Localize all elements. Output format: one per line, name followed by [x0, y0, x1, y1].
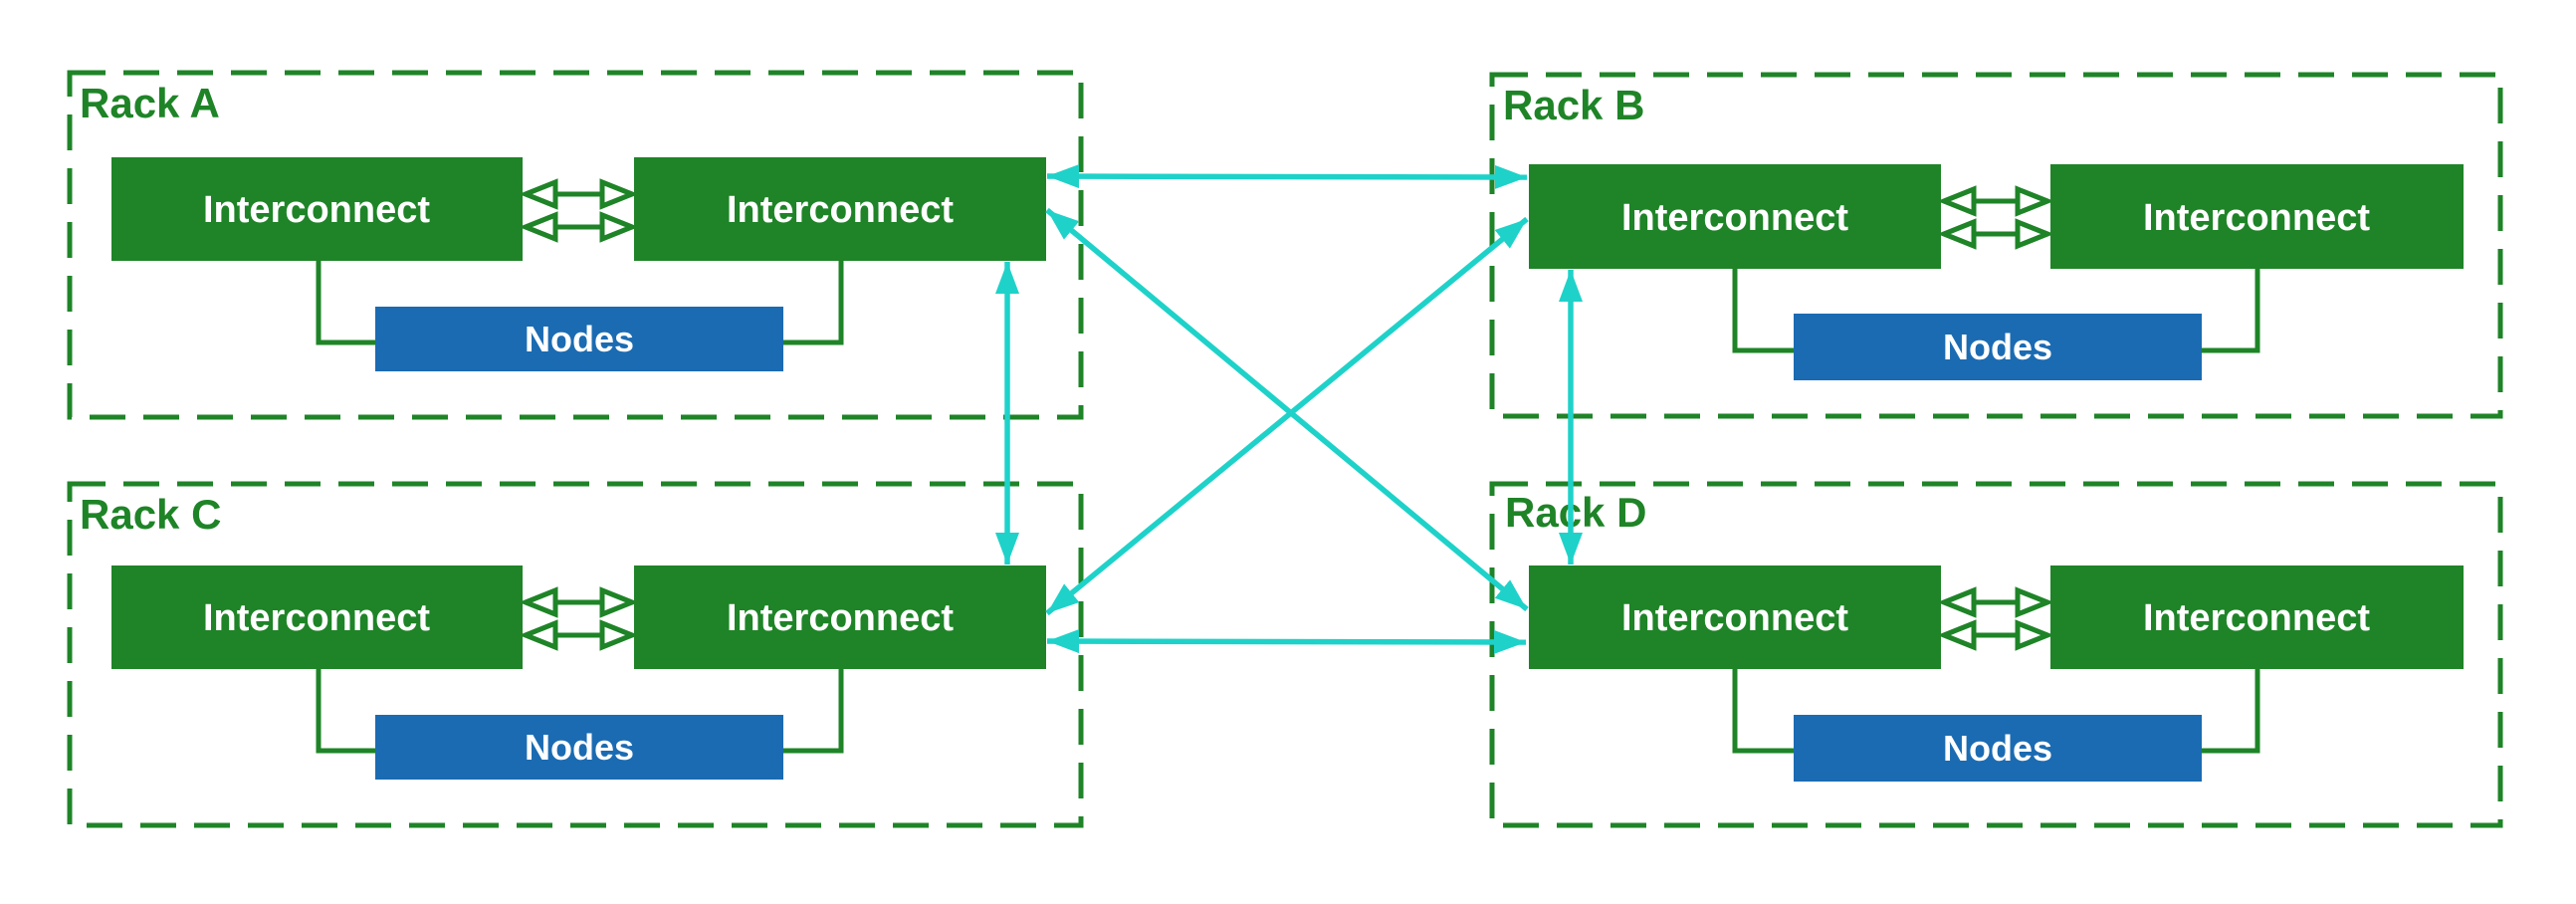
- rack-a-interconnect-2-box: [634, 157, 1046, 261]
- rack-d-interconnect-2-label: Interconnect: [2143, 597, 2370, 639]
- rack-d-interconnect-1-label: Interconnect: [1621, 597, 1848, 639]
- rack-d-label: Rack D: [1505, 489, 1646, 536]
- link-rack-c-to-rack-b: [1045, 216, 1529, 616]
- rack-a-interconnect-1-label: Interconnect: [203, 189, 430, 231]
- rack-a-nodes-label: Nodes: [525, 319, 634, 359]
- rack-b-interconnect-1-label: Interconnect: [1621, 197, 1848, 239]
- rack-d-interconnect-2-box: [2050, 565, 2464, 669]
- rack-b-interconnect-2-box: [2050, 164, 2464, 269]
- rack-d-nodes-box: [1794, 715, 2202, 782]
- rack-a-interconnect1-nodes-link: [316, 261, 375, 345]
- link-rack-a-to-rack-b: [1046, 164, 1528, 189]
- rack-c-nodes-box: [375, 715, 783, 780]
- rack-c-intra-arrow-1: [519, 586, 639, 618]
- rack-b: Rack B Interconnect Interconnect Nodes: [1489, 72, 2503, 419]
- rack-a-intra-arrow-2: [519, 211, 639, 243]
- rack-c-interconnect2-nodes-link: [783, 669, 844, 754]
- rack-d-frame: [1489, 481, 2503, 828]
- rack-b-interconnect2-nodes-link: [2202, 269, 2260, 353]
- rack-d-interconnect2-nodes-link: [2202, 669, 2260, 754]
- rack-b-interconnect1-nodes-link: [1732, 269, 1794, 353]
- rack-b-nodes-box: [1794, 314, 2202, 380]
- inter-rack-links: [995, 164, 1583, 654]
- rack-c-interconnect-2-box: [634, 565, 1046, 669]
- rack-a-interconnect-2-label: Interconnect: [727, 189, 954, 231]
- rack-a: Rack A Interconnect Interconnect Nodes: [67, 70, 1084, 420]
- rack-d-interconnect-1-box: [1529, 565, 1941, 669]
- rack-a-interconnect2-nodes-link: [783, 261, 844, 345]
- link-rack-a-to-rack-d: [1045, 207, 1529, 612]
- rack-c-intra-arrow-2: [519, 619, 639, 651]
- rack-c-interconnect1-nodes-link: [316, 669, 375, 754]
- rack-b-interconnect-2-label: Interconnect: [2143, 197, 2370, 239]
- rack-c-frame: [67, 481, 1084, 828]
- rack-d-intra-arrow-2: [1937, 619, 2054, 651]
- rack-c-label: Rack C: [80, 491, 221, 538]
- rack-d-nodes-label: Nodes: [1943, 728, 2052, 769]
- rack-a-interconnect-1-box: [111, 157, 523, 261]
- rack-d-intra-arrow-1: [1937, 586, 2054, 618]
- link-rack-c-to-rack-d: [1046, 629, 1527, 654]
- rack-c: Rack C Interconnect Interconnect Nodes: [67, 481, 1084, 828]
- rack-c-interconnect-1-box: [111, 565, 523, 669]
- rack-a-nodes-box: [375, 307, 783, 371]
- rack-c-interconnect-1-label: Interconnect: [203, 597, 430, 639]
- rack-b-nodes-label: Nodes: [1943, 327, 2052, 367]
- rack-b-interconnect-1-box: [1529, 164, 1941, 269]
- rack-a-label: Rack A: [80, 80, 220, 126]
- rack-b-intra-arrow-1: [1937, 185, 2054, 217]
- rack-d: Rack D Interconnect Interconnect Nodes: [1489, 481, 2503, 828]
- rack-d-interconnect1-nodes-link: [1732, 669, 1794, 754]
- rack-b-intra-arrow-2: [1937, 218, 2054, 250]
- rack-b-label: Rack B: [1503, 82, 1644, 128]
- rack-c-nodes-label: Nodes: [525, 727, 634, 768]
- rack-c-interconnect-2-label: Interconnect: [727, 597, 954, 639]
- rack-a-intra-arrow-1: [519, 178, 639, 210]
